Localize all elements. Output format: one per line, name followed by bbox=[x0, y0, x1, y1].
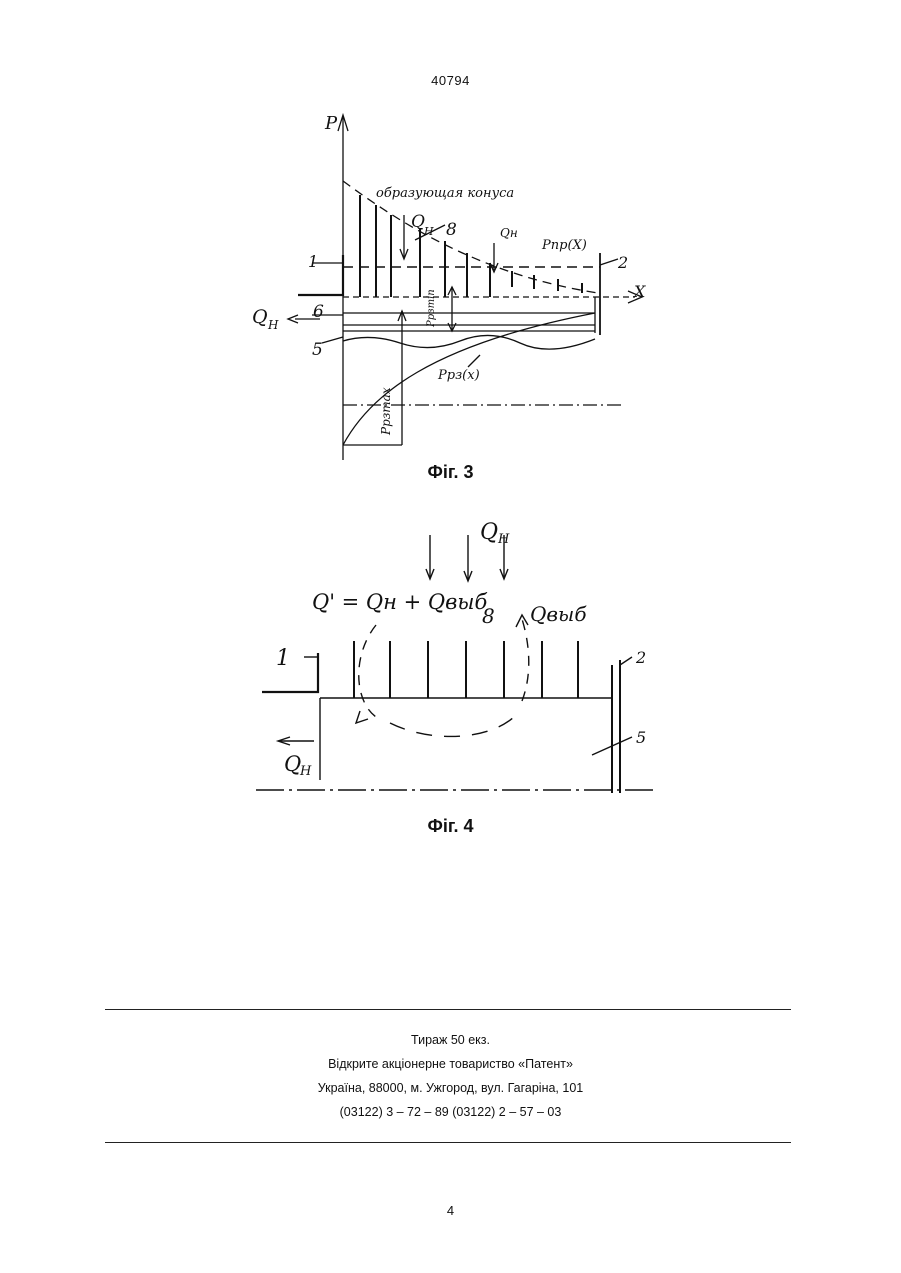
fig3-qh-top-label: Q bbox=[411, 212, 425, 232]
fig4-qh-left-sub: Н bbox=[299, 764, 312, 779]
fig4-qh-left-label: Q bbox=[284, 752, 301, 776]
imprint-circulation: Тираж 50 екз. bbox=[0, 1028, 901, 1052]
imprint-bottom-rule bbox=[105, 1142, 791, 1143]
fig4-qvyb-label: Qвыб bbox=[530, 602, 587, 626]
fig4-label-1: 1 bbox=[276, 646, 290, 671]
figure-3-caption: Фіг. 3 bbox=[0, 462, 901, 483]
p-rz-min-label: Pрзmin bbox=[426, 289, 437, 328]
fig3-qh-right-label: Qн bbox=[500, 226, 518, 240]
imprint-top-rule bbox=[105, 1009, 791, 1010]
fig3-label-2: 2 bbox=[617, 253, 628, 272]
fig3-qh-top-sub: Н bbox=[423, 225, 434, 238]
fig4-label-2: 2 bbox=[635, 648, 646, 667]
p-rz-max-label: Pрзmax bbox=[379, 387, 393, 436]
fig3-qh-left-label: Q bbox=[252, 306, 268, 328]
cone-label: образующая конуса bbox=[376, 186, 514, 201]
fig4-label-5: 5 bbox=[636, 728, 646, 747]
document-number: 40794 bbox=[0, 73, 901, 88]
figure-3-drawing: P X образующая конуса Q Н 8 Qн Pпр(X) 2 … bbox=[250, 105, 660, 465]
x-axis-label: X bbox=[632, 282, 646, 301]
fig3-label-8: 8 bbox=[446, 220, 457, 240]
imprint-phones: (03122) 3 – 72 – 89 (03122) 2 – 57 – 03 bbox=[0, 1100, 901, 1124]
fig3-label-1: 1 bbox=[308, 252, 318, 271]
left-wall-1 bbox=[298, 255, 343, 295]
p-rz-label: Pрз(x) bbox=[437, 368, 480, 383]
fig4-label-8: 8 bbox=[482, 604, 495, 628]
fig4-qh-top-sub: Н bbox=[497, 532, 510, 547]
figure-4-drawing: Q Н Q' = Qн + Qвыб 8 Qвыб 1 2 5 Q Н bbox=[240, 505, 665, 810]
fig3-label-5: 5 bbox=[312, 340, 323, 360]
p-axis-label: P bbox=[324, 113, 338, 134]
figure-4-caption: Фіг. 4 bbox=[0, 816, 901, 837]
page-number: 4 bbox=[0, 1203, 901, 1218]
figure-3: P X образующая конуса Q Н 8 Qн Pпр(X) 2 … bbox=[250, 105, 660, 465]
imprint-publisher: Відкрите акціонерне товариство «Патент» bbox=[0, 1052, 901, 1076]
fig4-qh-top-label: Q bbox=[480, 520, 498, 545]
p-pr-label: Pпр(X) bbox=[541, 238, 587, 253]
figure-4: Q Н Q' = Qн + Qвыб 8 Qвыб 1 2 5 Q Н bbox=[240, 505, 665, 810]
fig4-formula: Q' = Qн + Qвыб bbox=[312, 590, 487, 614]
fig3-label-6: 6 bbox=[313, 302, 324, 322]
fig3-qh-left-sub: Н bbox=[267, 318, 279, 332]
imprint-address: Україна, 88000, м. Ужгород, вул. Гагарін… bbox=[0, 1076, 901, 1100]
